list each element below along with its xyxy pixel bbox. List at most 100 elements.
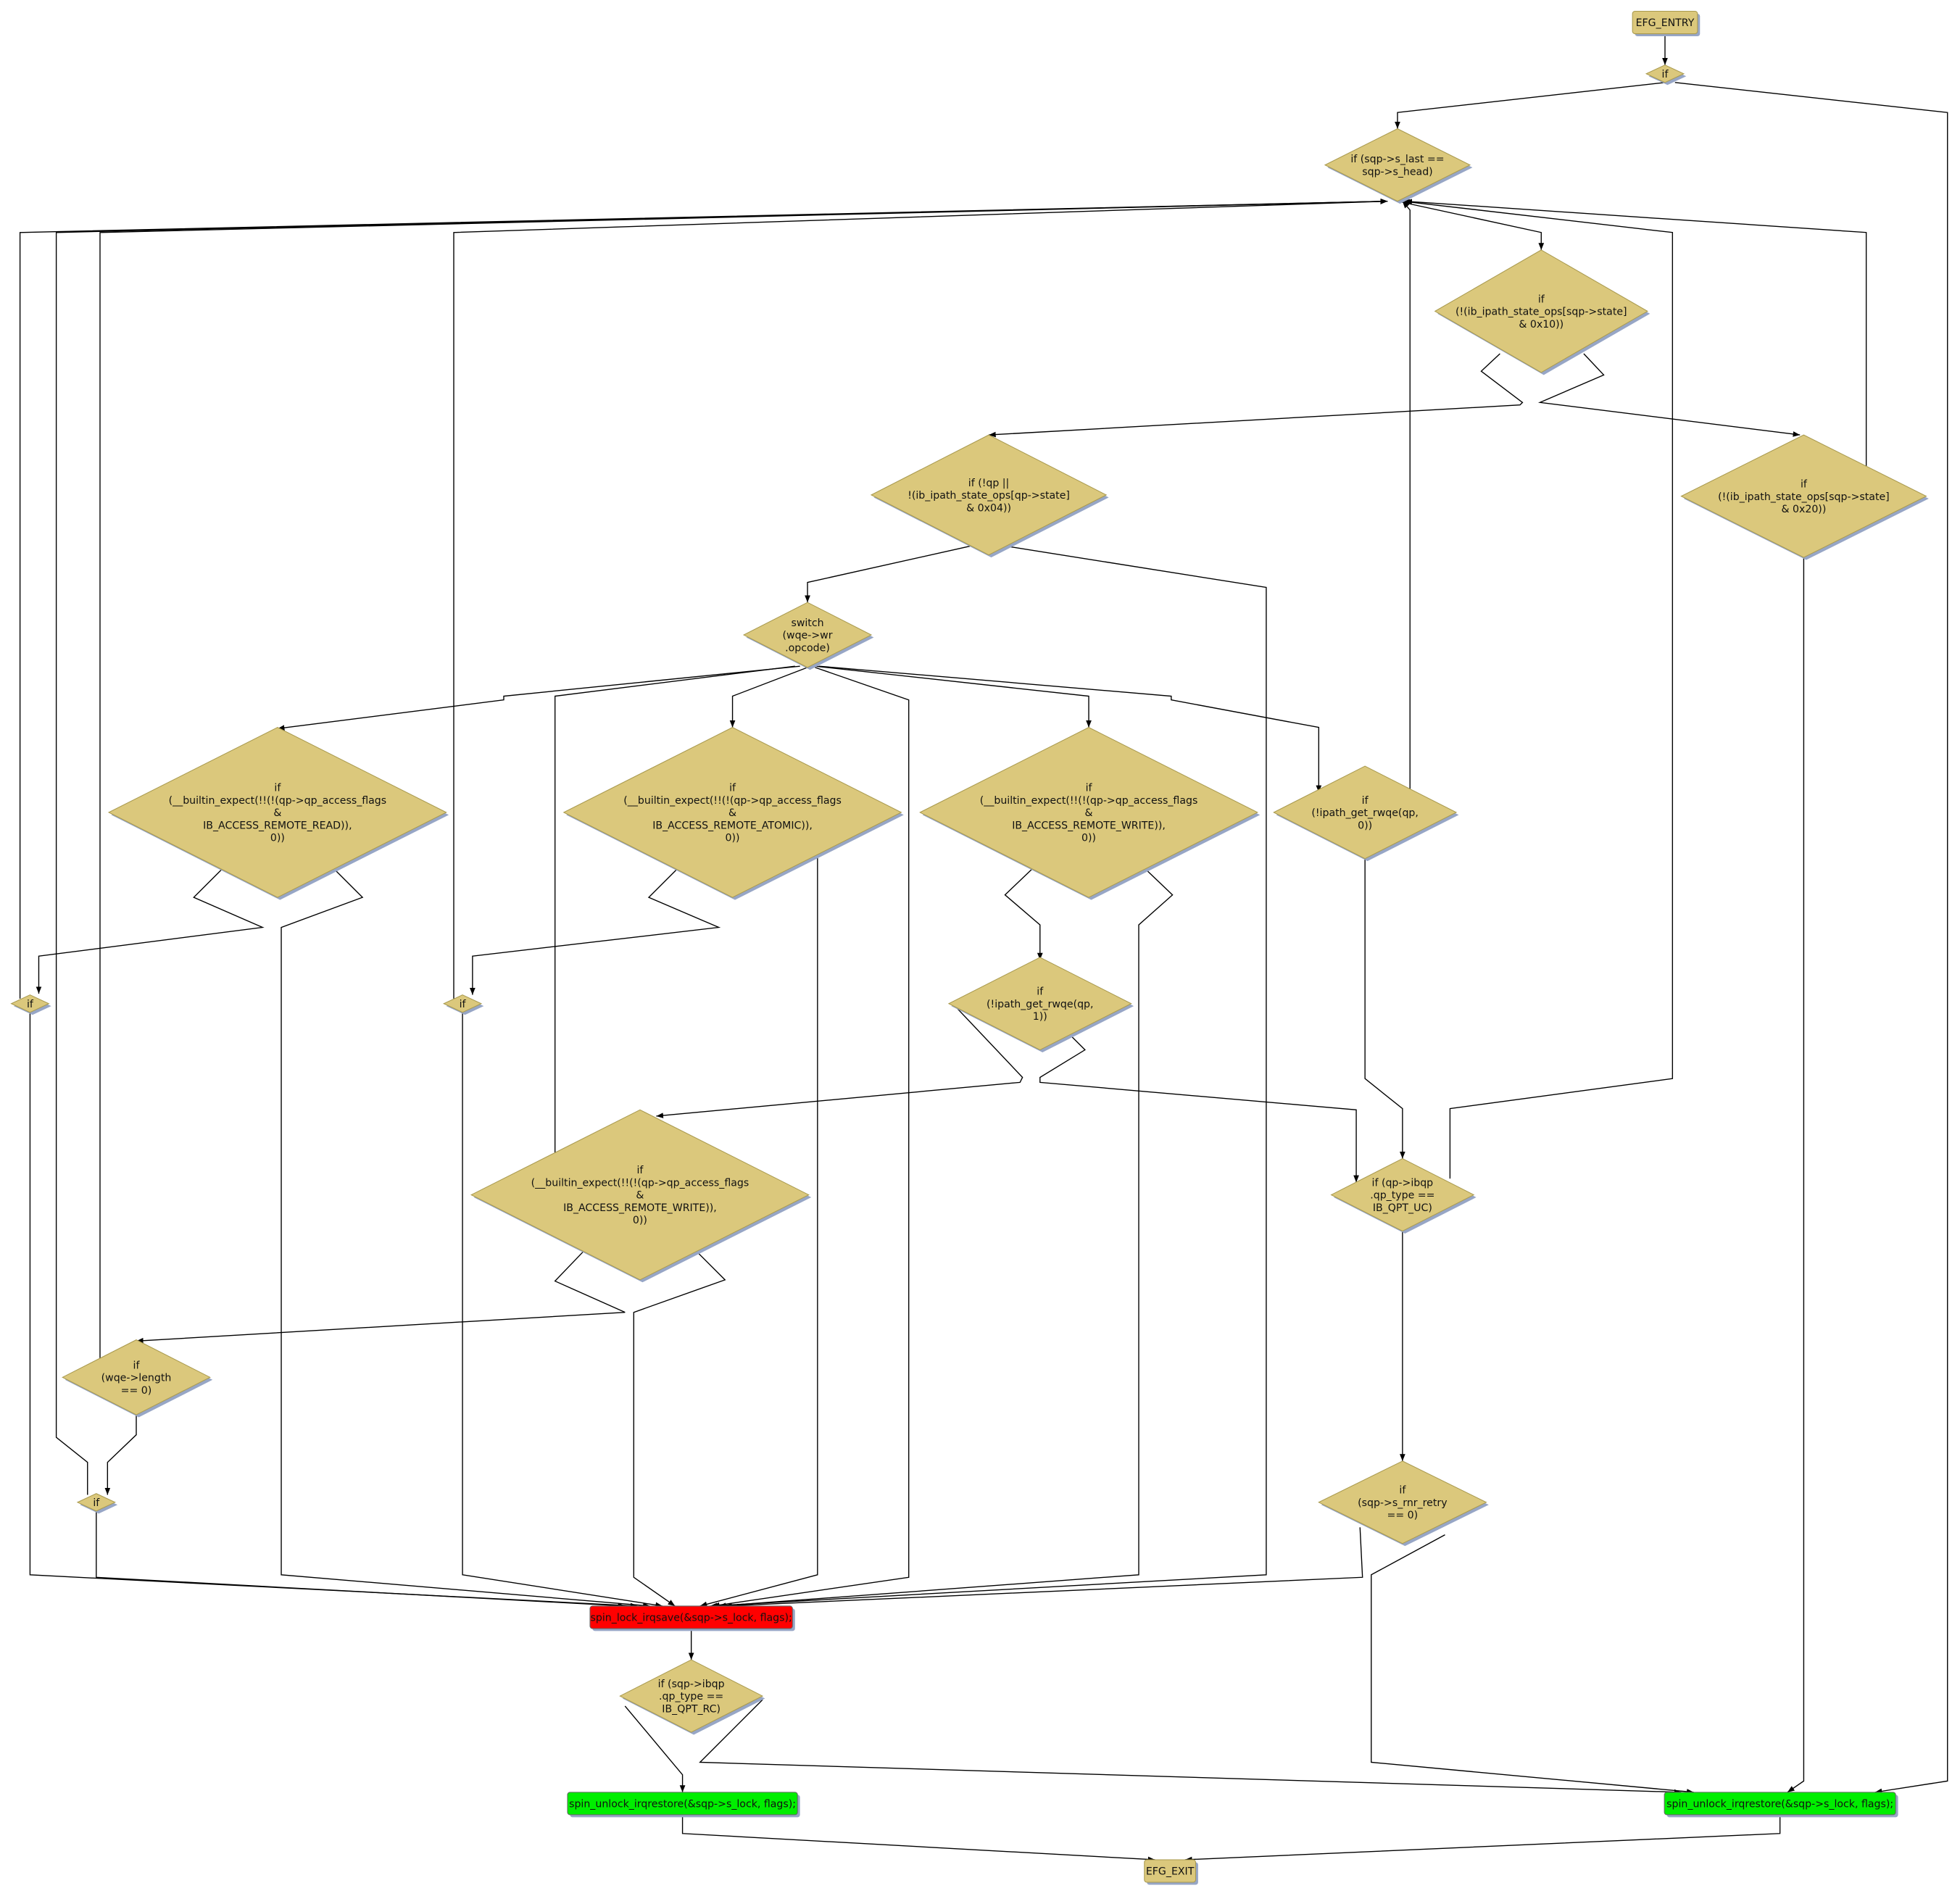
node-label-line: 0)) xyxy=(1081,833,1096,844)
edge-arrow xyxy=(470,868,721,995)
node-entry: EFG_ENTRY xyxy=(1632,11,1701,37)
node-label-line: !(ib_ipath_state_ops[qp->state] xyxy=(908,490,1070,502)
node-label-line: IB_ACCESS_REMOTE_WRITE)), xyxy=(1012,820,1166,831)
edge-arrow xyxy=(699,1699,1682,1795)
node-label-line: IB_ACCESS_REMOTE_ATOMIC)), xyxy=(652,820,813,831)
decision-diamond xyxy=(1324,128,1471,202)
node-label-line: EFG_EXIT xyxy=(1146,1866,1195,1878)
edge-arrow xyxy=(462,1012,663,1608)
node-label: if xyxy=(93,1497,100,1509)
decision-node-n2: if(!(ib_ipath_state_ops[sqp->state]& 0x1… xyxy=(1434,249,1650,375)
decision-node-n4: if (!qp ||!(ib_ipath_state_ops[qp->state… xyxy=(870,434,1109,558)
node-label-line: (wqe->length xyxy=(101,1373,172,1384)
node-label: if(sqp->s_rnr_retry== 0) xyxy=(1358,1485,1447,1521)
node-label: if xyxy=(27,999,34,1010)
decision-diamond xyxy=(870,434,1108,556)
node-label-line: 0)) xyxy=(270,833,285,844)
decision-node-n9: if(!ipath_get_rwqe(qp,0)) xyxy=(1273,765,1459,862)
edge-arrow xyxy=(1402,201,1411,793)
node-label: if (__builtin_expect(!!(!(qp->qp_access_f… xyxy=(531,1165,749,1226)
node-label: if (!qp ||!(ib_ipath_state_ops[qp->state… xyxy=(908,478,1070,514)
node-label: spin_unlock_irqrestore(&sqp->s_lock, fla… xyxy=(1666,1799,1893,1810)
decision-diamond xyxy=(1330,1157,1475,1232)
edge-arrow xyxy=(729,667,808,728)
decision-diamond xyxy=(10,994,50,1013)
node-label-line: spin_unlock_irqrestore(&sqp->s_lock, fla… xyxy=(1666,1799,1893,1810)
node-label-line: & xyxy=(636,1190,644,1202)
decision-node-if0: if xyxy=(1645,65,1687,86)
node-label-line: if xyxy=(93,1497,100,1509)
edge-arrow xyxy=(633,1250,726,1607)
statement-box xyxy=(1632,11,1698,35)
decision-diamond xyxy=(470,1109,810,1281)
statement-box xyxy=(589,1605,793,1629)
edge-arrow xyxy=(710,545,1267,1609)
node-label: if (sqp->s_last ==sqp->s_head) xyxy=(1350,154,1444,178)
node-label-line: (__builtin_expect(!!(!(qp->qp_access_fla… xyxy=(623,795,842,807)
edge-arrow xyxy=(1402,199,1674,1179)
decision-diamond xyxy=(76,1493,116,1512)
edge-arrow xyxy=(815,665,1092,728)
decision-diamond xyxy=(1434,249,1648,373)
decision-node-n5: switch(wqe->wr.opcode) xyxy=(742,602,874,670)
decision-node-n19: if (sqp->ibqp.qp_type ==IB_QPT_RC) xyxy=(619,1659,765,1735)
node-label-line: 0)) xyxy=(1358,820,1372,831)
decision-node-n16: if xyxy=(76,1493,118,1514)
node-label-line: 0)) xyxy=(726,833,740,844)
node-label: if xyxy=(1662,69,1669,80)
node-label: if xyxy=(460,999,467,1010)
node-label-line: if xyxy=(636,1165,644,1176)
statement-box xyxy=(1664,1792,1896,1816)
node-label-line: if xyxy=(133,1360,141,1371)
edge-arrow xyxy=(453,199,1388,999)
decision-diamond xyxy=(947,957,1132,1051)
decision-diamond xyxy=(62,1339,211,1415)
decision-diamond xyxy=(742,602,873,668)
edge-arrow xyxy=(1537,353,1801,437)
node-label-line: if xyxy=(1037,986,1044,998)
edge-arrow xyxy=(1395,82,1666,129)
node-label-line: if xyxy=(460,999,467,1010)
edge-arrow xyxy=(552,665,795,1163)
edge-arrow xyxy=(1787,557,1805,1793)
node-label-line: IB_QPT_UC) xyxy=(1373,1202,1432,1214)
decision-diamond xyxy=(1680,434,1927,558)
node-unlock_left: spin_unlock_irqrestore(&sqp->s_lock, fla… xyxy=(567,1792,800,1818)
node-label-line: if (qp->ibqp xyxy=(1372,1178,1434,1189)
node-label-line: & 0x10)) xyxy=(1519,319,1564,330)
node-label-line: if (!qp || xyxy=(968,478,1010,489)
edge-arrow xyxy=(699,857,818,1608)
node-label: if(!(ib_ipath_state_ops[sqp->state]& 0x2… xyxy=(1718,479,1890,515)
node-label: if(__builtin_expect(!!(!(qp->qp_access_f… xyxy=(980,783,1198,844)
edge-arrow xyxy=(1039,1034,1359,1183)
decision-node-n3: if(!(ib_ipath_state_ops[sqp->state]& 0x2… xyxy=(1680,434,1929,560)
edge-arrow xyxy=(1674,82,1948,1795)
node-unlock_right: spin_unlock_irqrestore(&sqp->s_lock, fla… xyxy=(1664,1792,1898,1818)
node-label-line: spin_lock_irqsave(&sqp->s_lock, flags); xyxy=(591,1613,792,1624)
node-label-line: & 0x20)) xyxy=(1781,504,1826,515)
decision-node-n17: if(sqp->s_rnr_retry== 0) xyxy=(1318,1460,1489,1547)
node-label-line: 1)) xyxy=(1033,1011,1047,1023)
edge-arrow xyxy=(818,665,1322,793)
node-label: if(!ipath_get_rwqe(qp,1)) xyxy=(987,986,1093,1023)
edge-arrow xyxy=(681,1814,1155,1863)
edge-arrow xyxy=(1405,199,1867,469)
decision-diamond xyxy=(1318,1460,1487,1544)
edge-arrow xyxy=(136,1250,626,1344)
node-label-line: (!(ib_ipath_state_ops[sqp->state] xyxy=(1718,491,1890,503)
edge-arrow xyxy=(277,665,800,731)
node-label-line: if xyxy=(1801,479,1808,491)
node-label-line: == 0) xyxy=(1387,1510,1419,1521)
node-label: if(!ipath_get_rwqe(qp,0)) xyxy=(1311,795,1418,831)
node-label-line: (__builtin_expect(!!(!(qp->qp_access_fla… xyxy=(531,1178,749,1189)
edge-arrow xyxy=(29,1012,638,1609)
node-label: if (sqp->ibqp.qp_type ==IB_QPT_RC) xyxy=(658,1679,725,1715)
node-label-line: IB_ACCESS_REMOTE_WRITE)), xyxy=(563,1202,717,1214)
node-label-line: if xyxy=(729,783,736,794)
decision-node-n14: if (qp->ibqp.qp_type ==IB_QPT_UC) xyxy=(1330,1157,1477,1234)
decision-diamond xyxy=(562,727,902,898)
node-label-line: IB_ACCESS_REMOTE_READ)), xyxy=(203,820,352,831)
node-label-line: & xyxy=(1085,807,1093,819)
node-label: spin_lock_irqsave(&sqp->s_lock, flags); xyxy=(591,1613,792,1624)
